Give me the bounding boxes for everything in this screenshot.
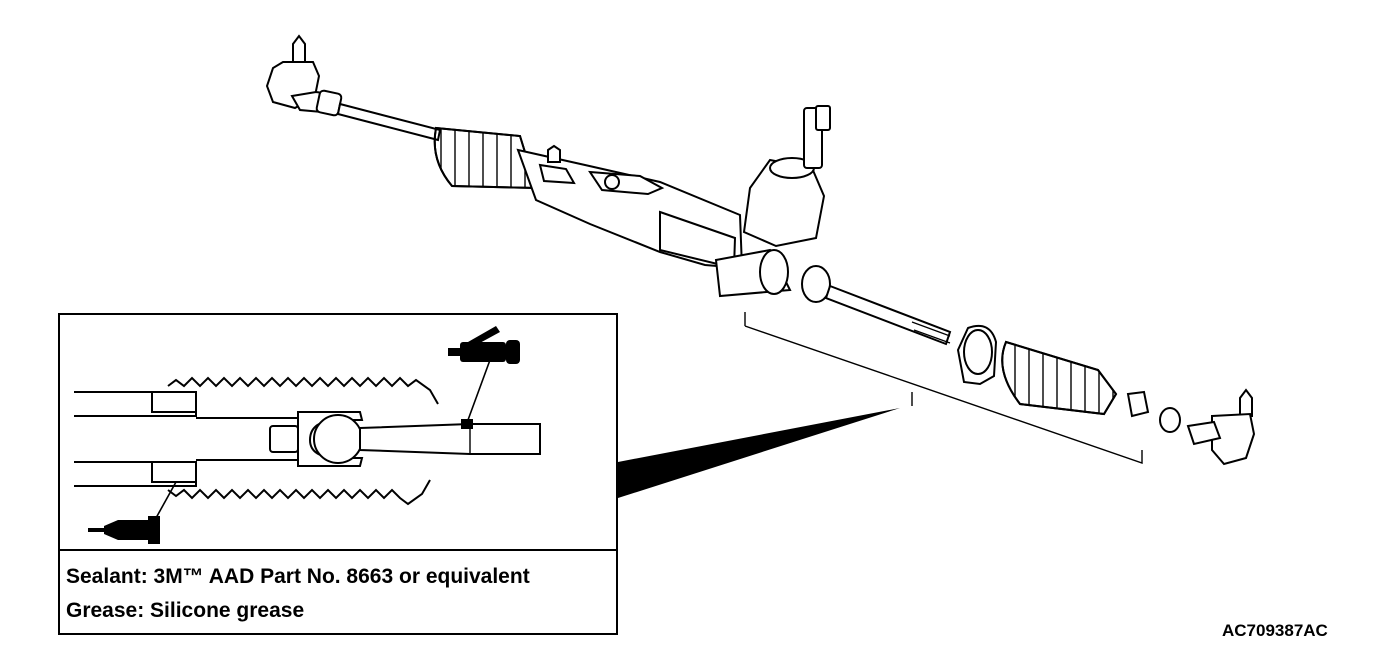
detail-callout-wedge	[618, 408, 900, 498]
sealant-leader-line	[155, 481, 177, 519]
figure-id: AC709387AC	[1222, 621, 1328, 640]
left-rack-boot	[433, 126, 538, 190]
inset-boot-upper	[167, 376, 439, 405]
inset-divider	[60, 549, 616, 551]
inset-boot-lower	[167, 479, 431, 506]
left-tie-rod	[336, 102, 442, 142]
fitting	[547, 144, 561, 163]
right-tie-rod-end	[1186, 388, 1256, 466]
grease-gun-icon	[448, 326, 520, 364]
sealant-tube-icon	[88, 516, 160, 544]
exploded-bracket	[744, 312, 1143, 464]
inset-detail-box: Sealant: 3M™ AAD Part No. 8663 or equiva…	[58, 313, 618, 635]
grease-leader-line	[467, 359, 491, 421]
mounting-bracket-left	[538, 163, 576, 185]
right-rack-boot	[1001, 340, 1118, 416]
inset-detail-drawing	[74, 359, 541, 519]
right-tie-rod	[824, 284, 952, 346]
steering-rack-assembly	[265, 34, 1256, 466]
left-tie-rod-end	[265, 34, 343, 117]
grease-note: Grease: Silicone grease	[66, 599, 305, 622]
sealant-note: Sealant: 3M™ AAD Part No. 8663 or equiva…	[66, 565, 530, 588]
tie-rod-thread	[911, 321, 951, 344]
inset-rack	[196, 417, 300, 461]
boot-clamp	[759, 249, 789, 295]
rack-seal	[801, 265, 831, 303]
boot-clip	[1126, 390, 1150, 418]
lock-nut	[1159, 407, 1181, 433]
